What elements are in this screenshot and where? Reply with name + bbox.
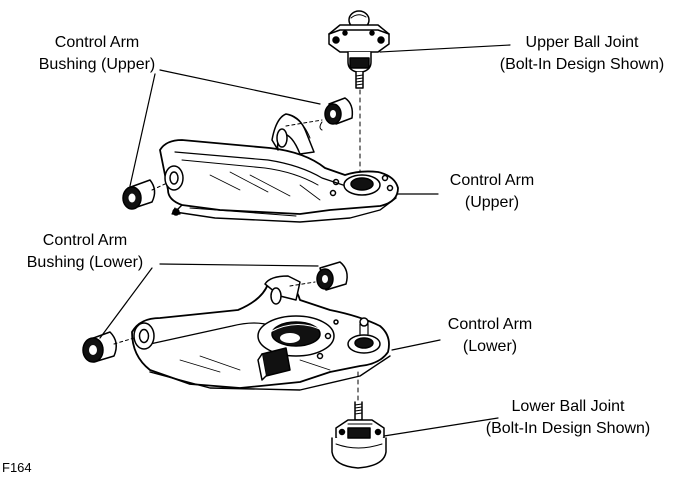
label-upper-bushing-line1: Control Arm bbox=[54, 34, 140, 51]
label-upper-control-arm-line1: Control Arm bbox=[449, 172, 535, 189]
label-upper-control-arm: Control Arm (Upper) bbox=[432, 170, 552, 214]
leader-upper-bushing-rear bbox=[159, 69, 321, 105]
label-upper-bushing: Control Arm Bushing (Upper) bbox=[22, 32, 172, 76]
label-lower-bushing: Control Arm Bushing (Lower) bbox=[10, 230, 160, 274]
label-lower-bushing-line1: Control Arm bbox=[42, 232, 128, 249]
leader-lower-bushing-rear bbox=[159, 263, 319, 267]
leader-lower-ball-joint bbox=[383, 417, 499, 437]
lower-bushing-rear-drawing bbox=[289, 261, 348, 291]
upper-bushing-rear-drawing bbox=[285, 97, 354, 131]
upper-control-arm-drawing bbox=[159, 113, 399, 223]
lower-bushing-front-drawing bbox=[82, 331, 135, 363]
label-lower-ball-joint-line1: Lower Ball Joint bbox=[511, 398, 625, 415]
label-upper-ball-joint: Upper Ball Joint (Bolt-In Design Shown) bbox=[484, 32, 680, 76]
lower-ball-joint-drawing bbox=[331, 401, 387, 469]
leader-upper-ball-joint bbox=[379, 44, 511, 53]
leader-lines bbox=[99, 44, 511, 437]
leader-lower-arm bbox=[391, 339, 441, 351]
label-lower-ball-joint-line2: (Bolt-In Design Shown) bbox=[485, 420, 651, 437]
figure-code: F164 bbox=[2, 460, 32, 475]
label-lower-control-arm-line1: Control Arm bbox=[447, 316, 533, 333]
leader-upper-bushing-front bbox=[129, 73, 156, 187]
leader-lower-bushing-front bbox=[99, 267, 153, 339]
label-lower-ball-joint: Lower Ball Joint (Bolt-In Design Shown) bbox=[470, 396, 666, 440]
upper-bushing-front-drawing bbox=[122, 179, 166, 210]
label-upper-bushing-line2: Bushing (Upper) bbox=[38, 56, 156, 73]
label-lower-control-arm: Control Arm (Lower) bbox=[430, 314, 550, 358]
label-upper-ball-joint-line2: (Bolt-In Design Shown) bbox=[499, 56, 665, 73]
label-lower-control-arm-line2: (Lower) bbox=[462, 338, 518, 355]
label-upper-control-arm-line2: (Upper) bbox=[464, 194, 520, 211]
label-lower-bushing-line2: Bushing (Lower) bbox=[26, 254, 144, 271]
label-upper-ball-joint-line1: Upper Ball Joint bbox=[525, 34, 639, 51]
upper-ball-joint-drawing bbox=[328, 10, 390, 176]
lower-control-arm-drawing bbox=[131, 275, 391, 403]
